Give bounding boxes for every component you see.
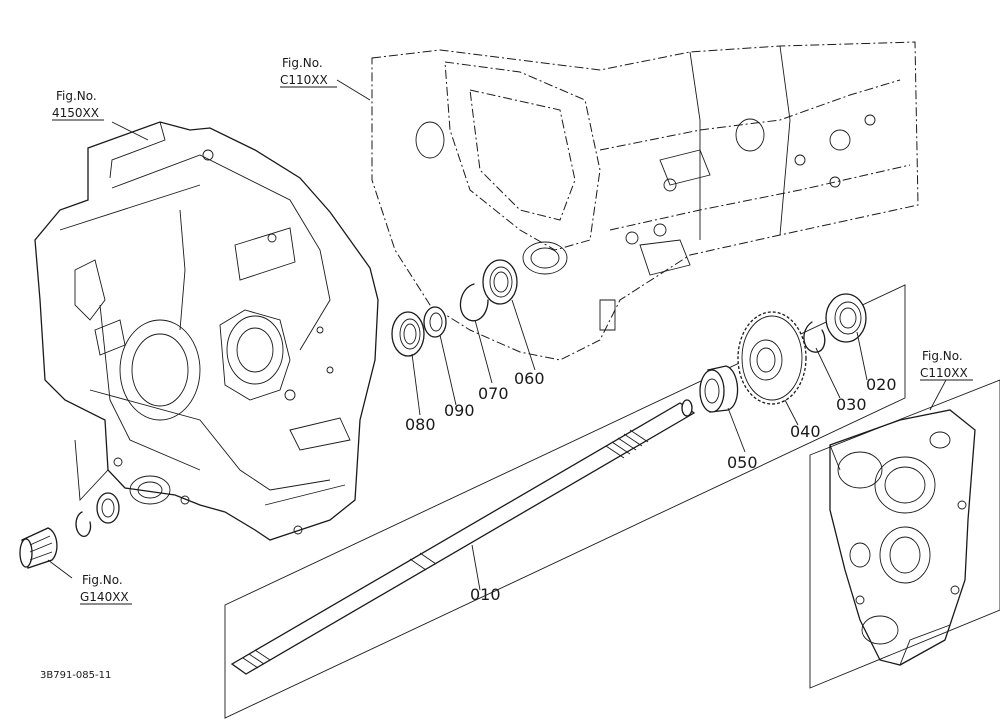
shaft-010 bbox=[230, 399, 696, 675]
figure-ref-4150xx: Fig.No. 4150XX bbox=[52, 89, 104, 121]
part-label-080: 080 bbox=[405, 415, 436, 434]
drawing-code: 3B791-085-11 bbox=[40, 670, 111, 681]
part-label-010: 010 bbox=[470, 585, 501, 604]
bearing-020 bbox=[825, 293, 867, 343]
figure-ref-c110xx-top: Fig.No. C110XX bbox=[280, 56, 337, 88]
oil-seal-080 bbox=[391, 311, 425, 357]
shaft-group-frame bbox=[224, 284, 906, 719]
part-label-020: 020 bbox=[866, 375, 897, 394]
transmission-case-phantom bbox=[371, 41, 919, 361]
figure-ref-line1: Fig.No. bbox=[82, 573, 123, 587]
lower-left-parts bbox=[19, 492, 120, 569]
figure-ref-line2: G140XX bbox=[80, 590, 129, 604]
figure-ref-g140xx: Fig.No. G140XX bbox=[80, 573, 132, 605]
figure-ref-line1: Fig.No. bbox=[56, 89, 97, 103]
figure-ref-line1: Fig.No. bbox=[282, 56, 323, 70]
part-label-090: 090 bbox=[444, 401, 475, 420]
right-cover bbox=[829, 409, 976, 666]
gear-040 bbox=[737, 311, 807, 405]
figure-ref-line2: 4150XX bbox=[52, 106, 99, 120]
part-labels: 010 020 030 040 050 060 070 080 090 bbox=[405, 369, 897, 604]
part-label-060: 060 bbox=[514, 369, 545, 388]
right-cover-frame bbox=[809, 379, 1000, 689]
bushing-050 bbox=[699, 365, 739, 413]
part-label-070: 070 bbox=[478, 384, 509, 403]
figure-ref-line2: C110XX bbox=[920, 366, 968, 380]
figure-ref-c110xx-right: Fig.No. C110XX bbox=[920, 349, 973, 381]
leader-lines bbox=[47, 79, 947, 591]
figure-ref-line1: Fig.No. bbox=[922, 349, 963, 363]
collar-090 bbox=[423, 306, 447, 338]
part-label-050: 050 bbox=[727, 453, 758, 472]
part-label-030: 030 bbox=[836, 395, 867, 414]
part-label-040: 040 bbox=[790, 422, 821, 441]
circlip-070 bbox=[459, 283, 489, 322]
figure-ref-line2: C110XX bbox=[280, 73, 328, 87]
left-housing bbox=[34, 121, 379, 541]
snap-ring-030 bbox=[803, 321, 826, 353]
bearing-060 bbox=[482, 259, 518, 305]
